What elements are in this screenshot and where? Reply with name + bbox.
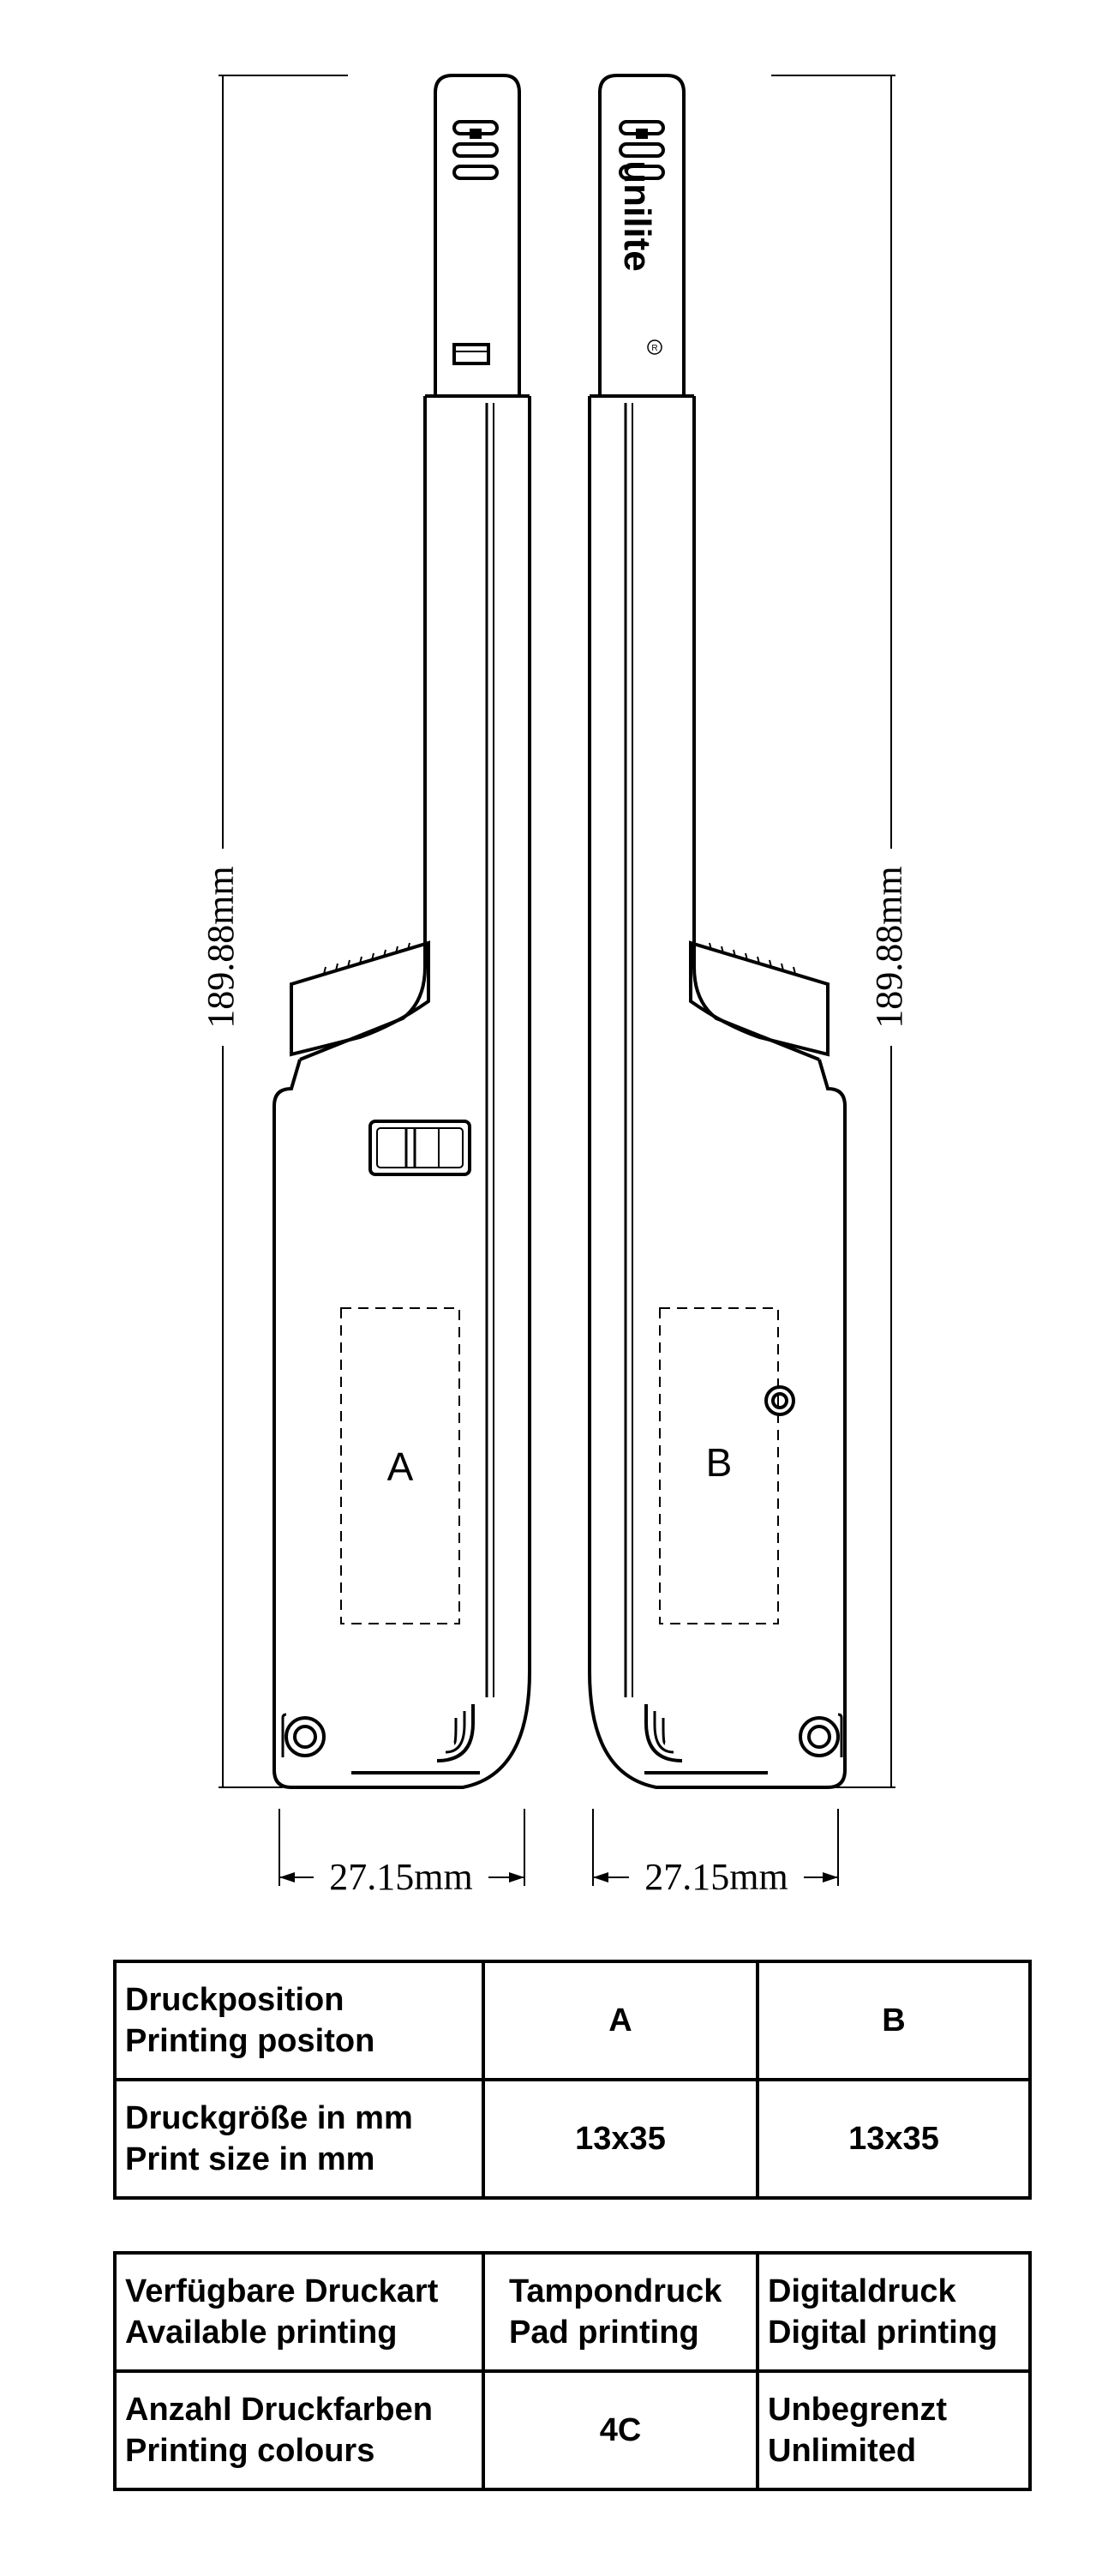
height-dimension-right: 189.88mm bbox=[868, 866, 910, 1028]
table-row: Druckposition Printing positon A B bbox=[113, 1960, 1032, 2081]
cell-size-a: 13x35 bbox=[482, 2078, 759, 2200]
row-label: Anzahl Druckfarben Printing colours bbox=[113, 2369, 485, 2491]
cell-colours-b: Unbegrenzt Unlimited bbox=[756, 2369, 1032, 2491]
cell-method-a: Tampondruck Pad printing bbox=[482, 2251, 759, 2373]
technical-drawing: 189.88mm 189.88mm 27.15mm 27.15mm A B un… bbox=[200, 74, 910, 1898]
print-area-a-label: A bbox=[387, 1444, 414, 1489]
brand-logo-text: unilite bbox=[616, 160, 658, 272]
print-position-table: Druckposition Printing positon A B Druck… bbox=[113, 1960, 1032, 2200]
table-row: Verfügbare Druckart Available printing T… bbox=[113, 2251, 1032, 2373]
cell-size-b: 13x35 bbox=[756, 2078, 1032, 2200]
registered-mark: R bbox=[651, 344, 657, 353]
row-label: Druckgröße in mm Print size in mm bbox=[113, 2078, 485, 2200]
cell-colours-a: 4C bbox=[482, 2369, 759, 2491]
row-label: Verfügbare Druckart Available printing bbox=[113, 2251, 485, 2373]
cell-position-a: A bbox=[482, 1960, 759, 2081]
lighter-front-view bbox=[273, 74, 531, 1789]
lighter-back-view bbox=[588, 74, 847, 1789]
height-dimension-left: 189.88mm bbox=[200, 866, 242, 1028]
cell-position-b: B bbox=[756, 1960, 1032, 2081]
registered-mark-icon bbox=[647, 339, 662, 355]
table-row: Druckgröße in mm Print size in mm 13x35 … bbox=[113, 2078, 1032, 2200]
dimension-lines bbox=[219, 75, 895, 1886]
width-dimension-right: 27.15mm bbox=[644, 1856, 788, 1898]
printing-methods-table: Verfügbare Druckart Available printing T… bbox=[113, 2251, 1032, 2491]
table-row: Anzahl Druckfarben Printing colours 4C U… bbox=[113, 2369, 1032, 2491]
row-label: Druckposition Printing positon bbox=[113, 1960, 485, 2081]
cell-method-b: Digitaldruck Digital printing bbox=[756, 2251, 1032, 2373]
print-area-b-label: B bbox=[706, 1440, 733, 1485]
width-dimension-left: 27.15mm bbox=[329, 1856, 472, 1898]
